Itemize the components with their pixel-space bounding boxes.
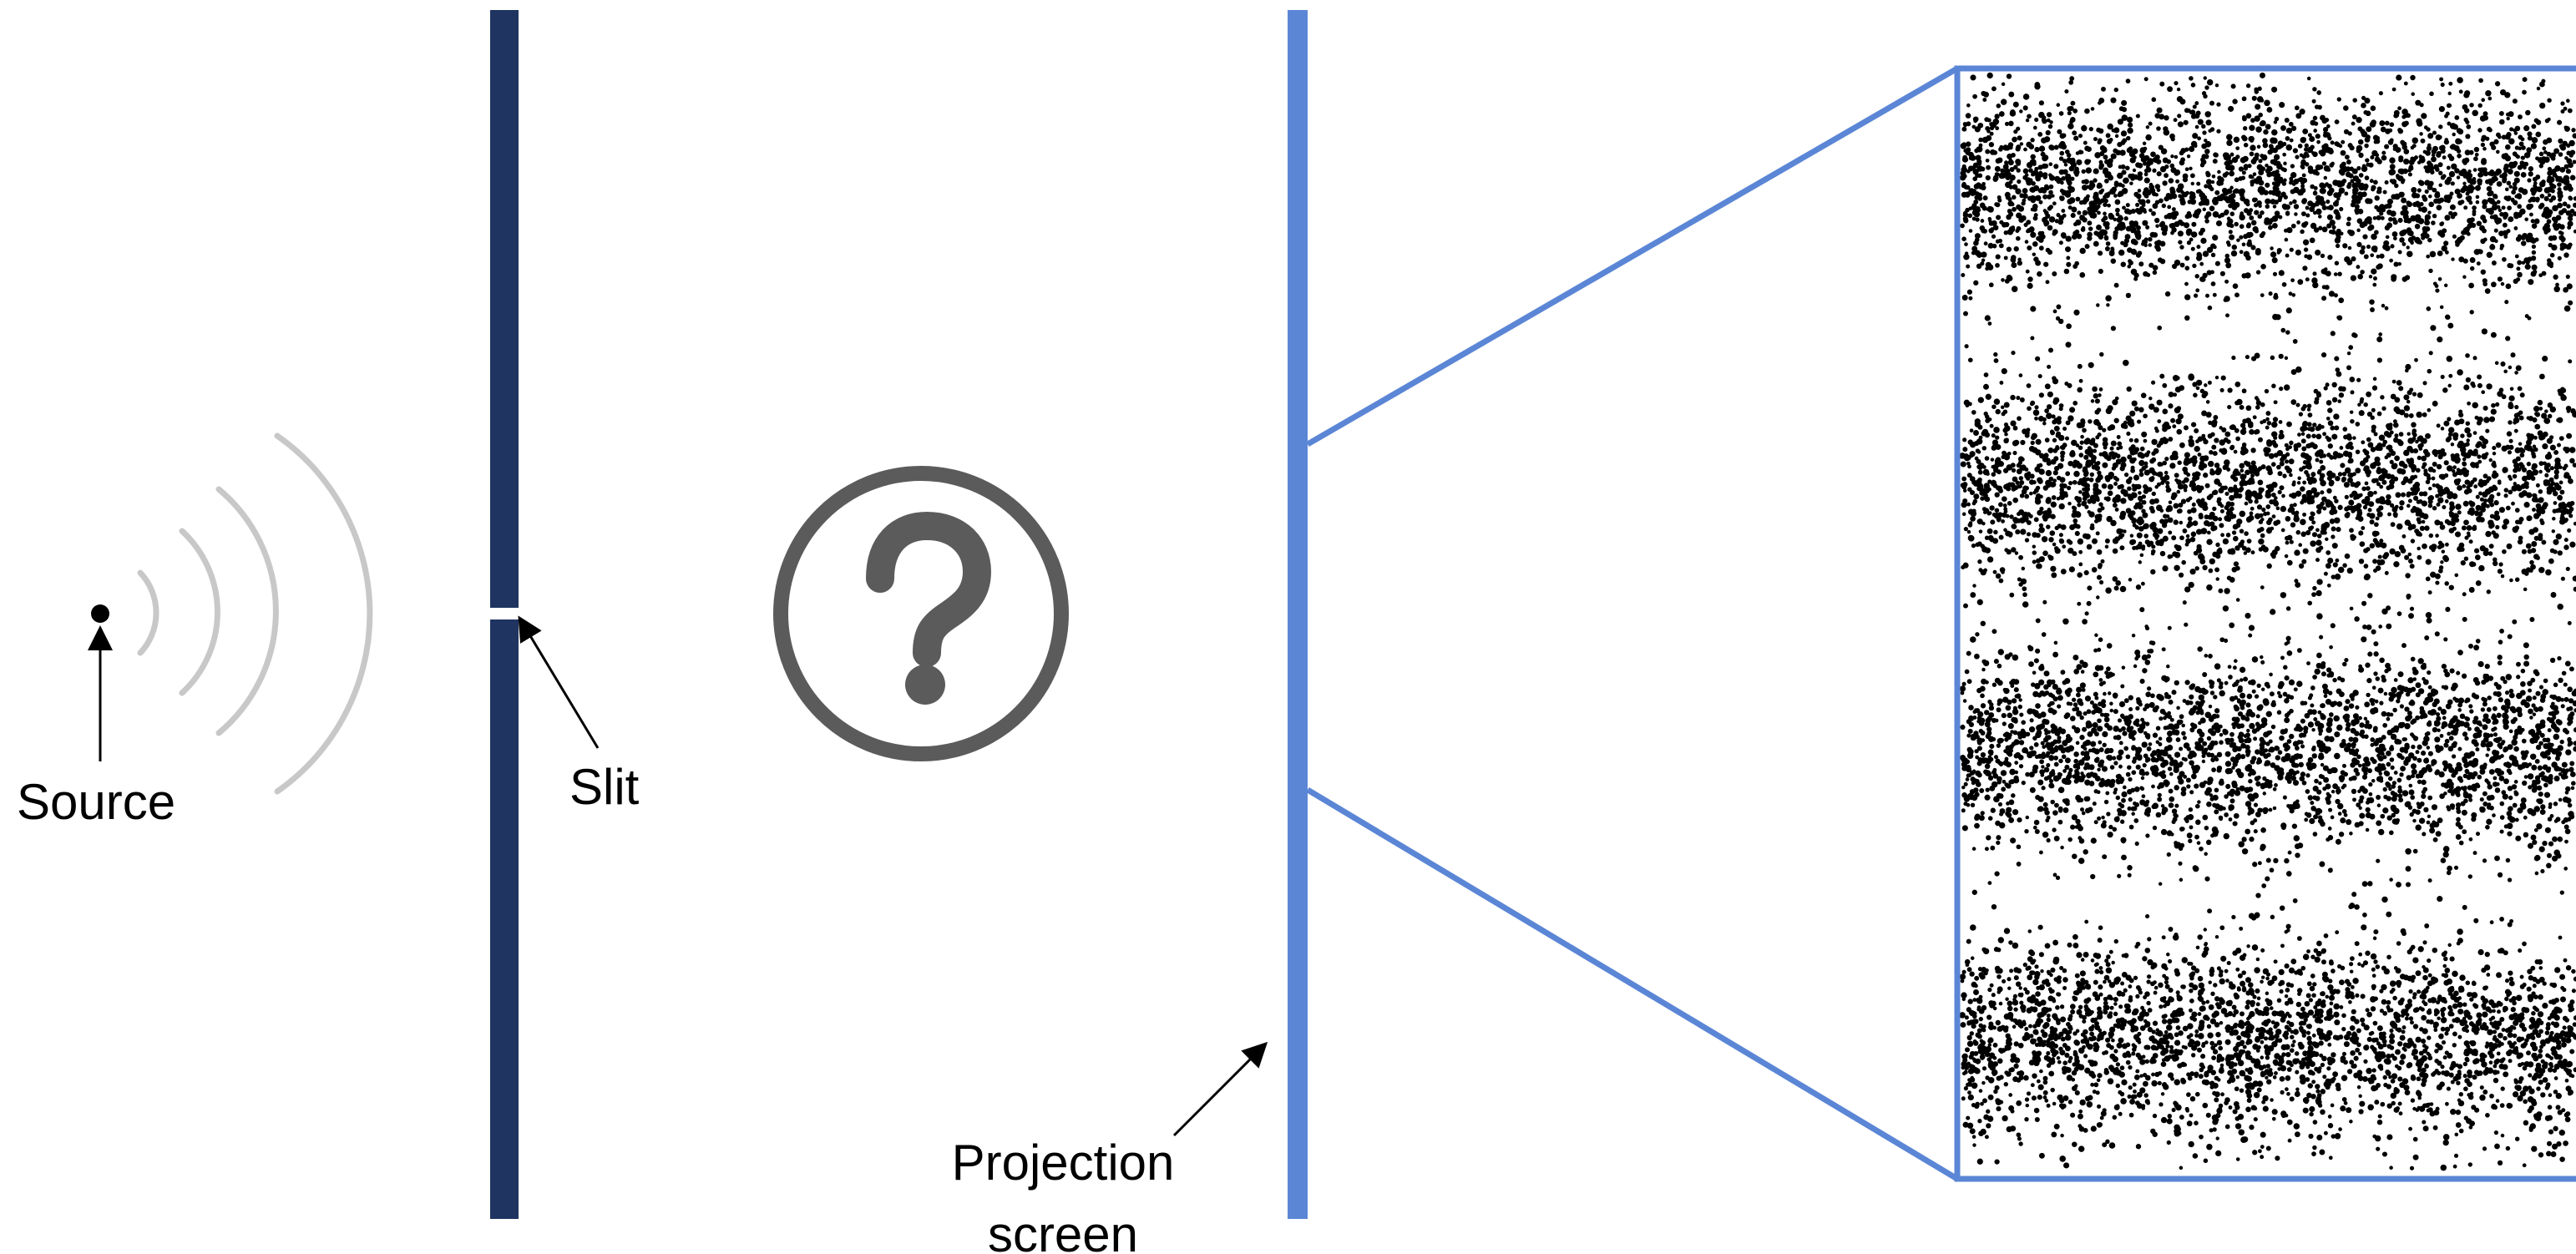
question-mark-circle-icon: [781, 473, 1061, 754]
projection-screen-label: Projection screen: [892, 1127, 1234, 1254]
source-label: Source: [17, 766, 175, 838]
source: [91, 604, 109, 761]
zoom-connector: [1308, 68, 1957, 1179]
slit-label: Slit: [569, 751, 639, 823]
projection-screen-bar: [1288, 10, 1308, 1219]
projection-label-line1: Projection: [892, 1127, 1234, 1199]
wave-arc-1: [140, 573, 156, 653]
slit-barrier-lower: [490, 619, 519, 1219]
wave-arc-2: [182, 531, 217, 693]
zoom-line-bottom: [1308, 790, 1957, 1179]
wave-arc-4: [277, 436, 370, 791]
interference-pattern-zoom: [1957, 68, 2576, 1180]
wave-arc-3: [219, 489, 276, 733]
zoom-line-top: [1308, 68, 1957, 444]
emitted-waves: [140, 436, 370, 791]
source-point: [91, 604, 109, 623]
slit-arrow: [519, 618, 598, 748]
slit-barrier-upper: [490, 10, 519, 608]
projection-label-line2: screen: [892, 1199, 1234, 1254]
projection-arrow: [1174, 1044, 1266, 1135]
slit-barrier: [490, 10, 598, 1219]
projection-screen: [1174, 10, 1308, 1219]
